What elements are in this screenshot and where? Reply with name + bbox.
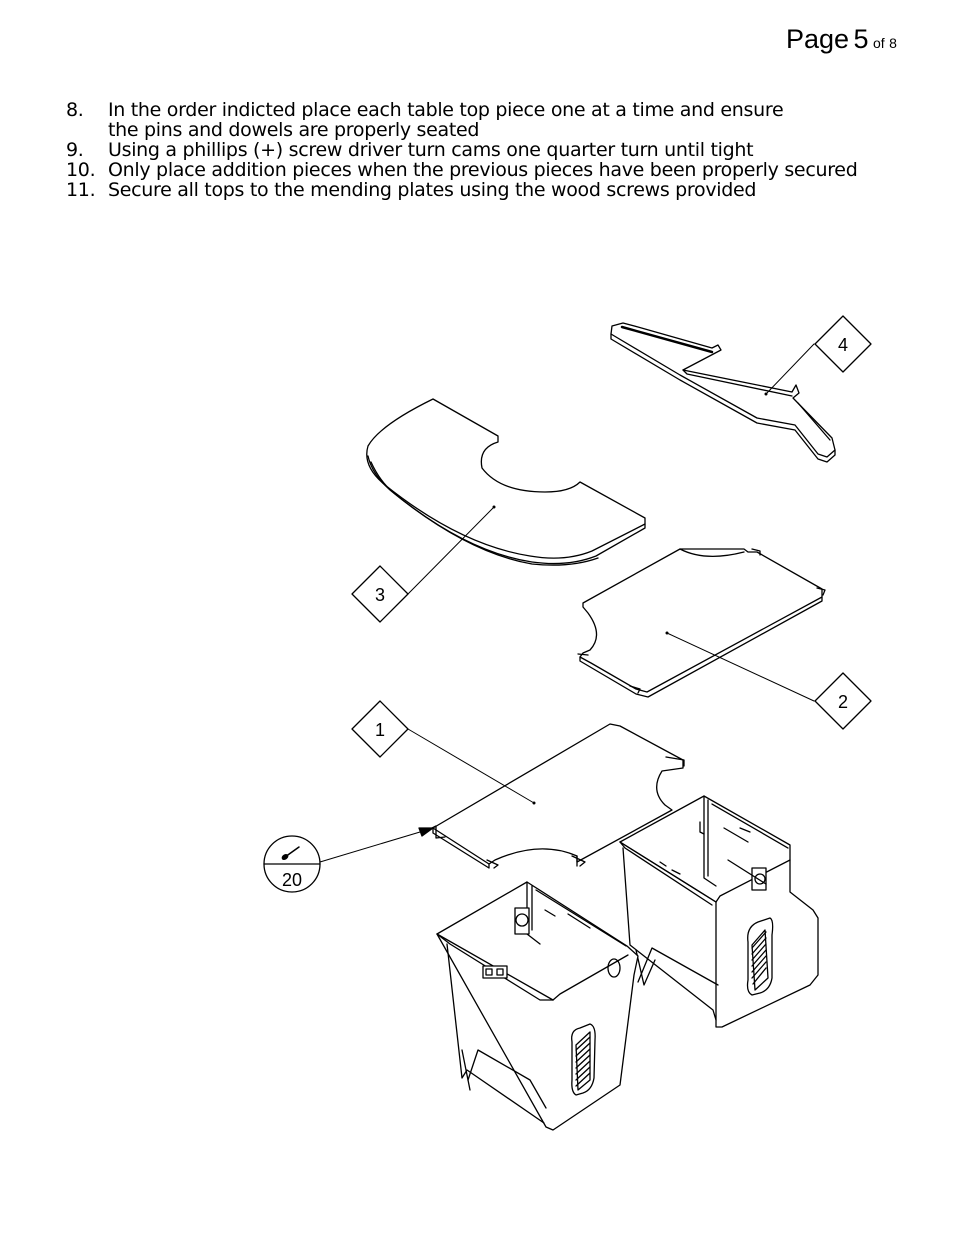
step-text: Secure all tops to the mending plates us… (108, 179, 757, 201)
callout-2: 2 (814, 672, 872, 730)
left-cabinet (436, 881, 639, 1131)
callout-2-label: 2 (838, 692, 848, 712)
step-number: 8. (66, 99, 84, 121)
step-item: 10. Only place addition pieces when the … (66, 160, 946, 180)
screw-arrow-head (418, 827, 434, 837)
part-1-lower-top (423, 723, 685, 869)
step-number: 11. (66, 179, 96, 201)
total-pages: 8 (889, 35, 897, 51)
step-text: In the order indicted place each table t… (108, 99, 784, 121)
page-number-header: Page 5 of 8 (786, 24, 897, 55)
assembly-steps-list: 8. In the order indicted place each tabl… (66, 100, 946, 200)
screw-quantity: 20 (282, 870, 302, 890)
step-text: Only place addition pieces when the prev… (108, 159, 858, 181)
right-cabinet (619, 795, 819, 1028)
wood-screw-icon (281, 846, 300, 861)
screw-callout-balloon: 20 (263, 835, 321, 893)
step-item: 8. In the order indicted place each tabl… (66, 100, 946, 140)
page-label: Page (786, 24, 850, 54)
callout-3-label: 3 (375, 585, 385, 605)
step-text: Using a phillips (+) screw driver turn c… (108, 139, 754, 161)
step-text-continued: the pins and dowels are properly seated (108, 119, 480, 141)
part-3-curved-top (366, 398, 646, 566)
callout-1-label: 1 (375, 720, 385, 740)
part-2-middle-top (577, 548, 826, 698)
step-number: 10. (66, 159, 96, 181)
page-number: 5 (853, 24, 869, 54)
of-label: of (873, 35, 885, 51)
callout-1: 1 (351, 700, 409, 758)
callout-4: 4 (814, 315, 872, 373)
step-item: 11. Secure all tops to the mending plate… (66, 180, 946, 200)
step-item: 9. Using a phillips (+) screw driver tur… (66, 140, 946, 160)
part-4-top-rail (610, 322, 836, 463)
callout-4-label: 4 (838, 335, 848, 355)
leader-lines (319, 343, 815, 863)
callout-3: 3 (351, 565, 409, 623)
step-number: 9. (66, 139, 84, 161)
